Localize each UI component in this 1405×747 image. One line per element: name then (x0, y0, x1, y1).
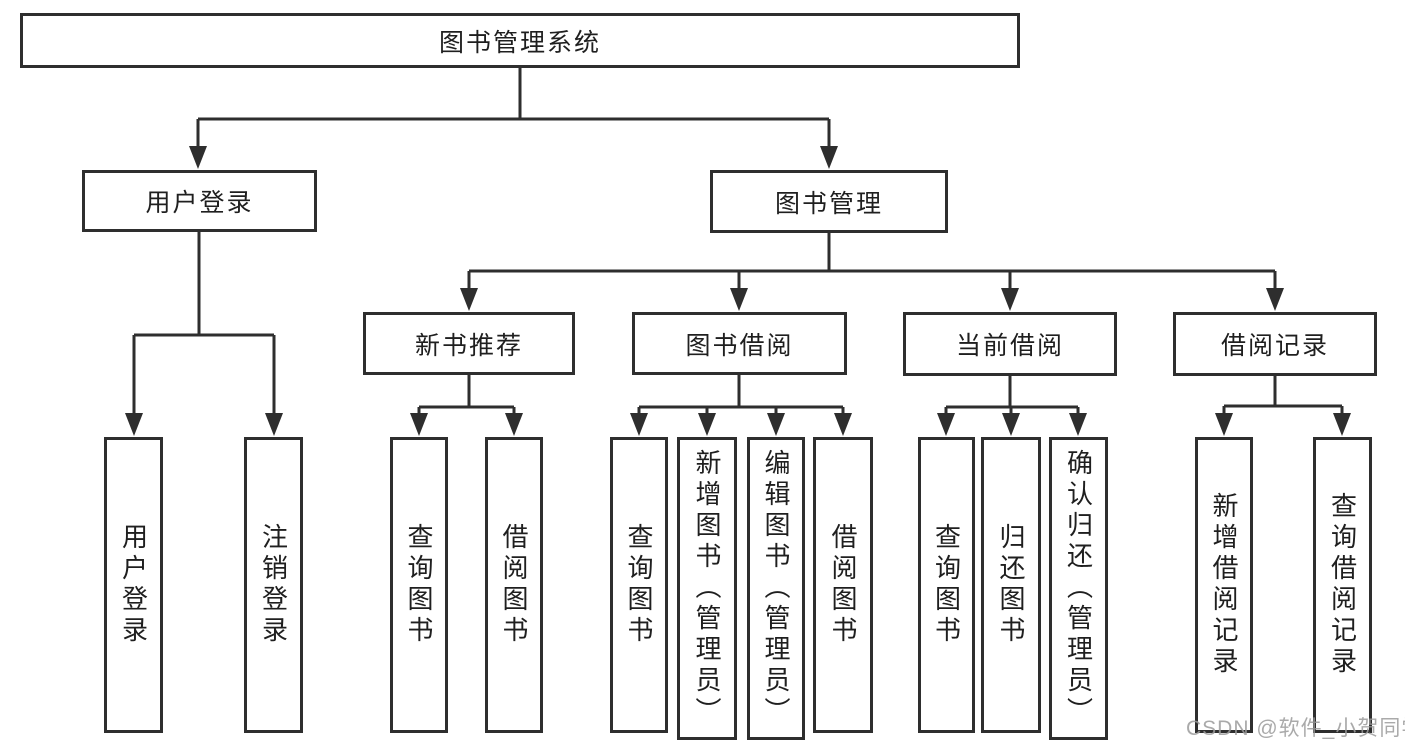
node-leaf-query-books-borrow: 查询图书 (610, 437, 668, 733)
node-current-borrow: 当前借阅 (903, 312, 1117, 376)
node-leaf-query-books-current: 查询图书 (918, 437, 975, 733)
node-leaf-confirm-return-admin: 确认归还（管理员） (1049, 437, 1108, 740)
node-borrow-records: 借阅记录 (1173, 312, 1377, 376)
node-leaf-add-book-admin: 新增图书（管理员） (677, 437, 737, 740)
node-leaf-add-borrow-record: 新增借阅记录 (1195, 437, 1253, 733)
node-leaf-user-login: 用户登录 (104, 437, 163, 733)
node-leaf-borrow-books: 借阅图书 (813, 437, 873, 733)
arrowheads (125, 146, 1351, 436)
node-leaf-edit-book-admin: 编辑图书（管理员） (747, 437, 805, 740)
node-leaf-borrow-books-recommend: 借阅图书 (485, 437, 543, 733)
node-leaf-return-book: 归还图书 (981, 437, 1041, 733)
node-library-system: 图书管理系统 (20, 13, 1020, 68)
node-book-management: 图书管理 (710, 170, 948, 233)
node-leaf-query-books-recommend: 查询图书 (390, 437, 448, 733)
node-new-book-recommend: 新书推荐 (363, 312, 575, 375)
watermark: CSDN @软件_小贺同学 (1186, 717, 1405, 740)
node-book-borrow: 图书借阅 (632, 312, 847, 375)
node-user-login: 用户登录 (82, 170, 317, 232)
node-leaf-logout: 注销登录 (244, 437, 303, 733)
tree-edges (132, 68, 1344, 416)
node-leaf-query-borrow-record: 查询借阅记录 (1313, 437, 1372, 733)
